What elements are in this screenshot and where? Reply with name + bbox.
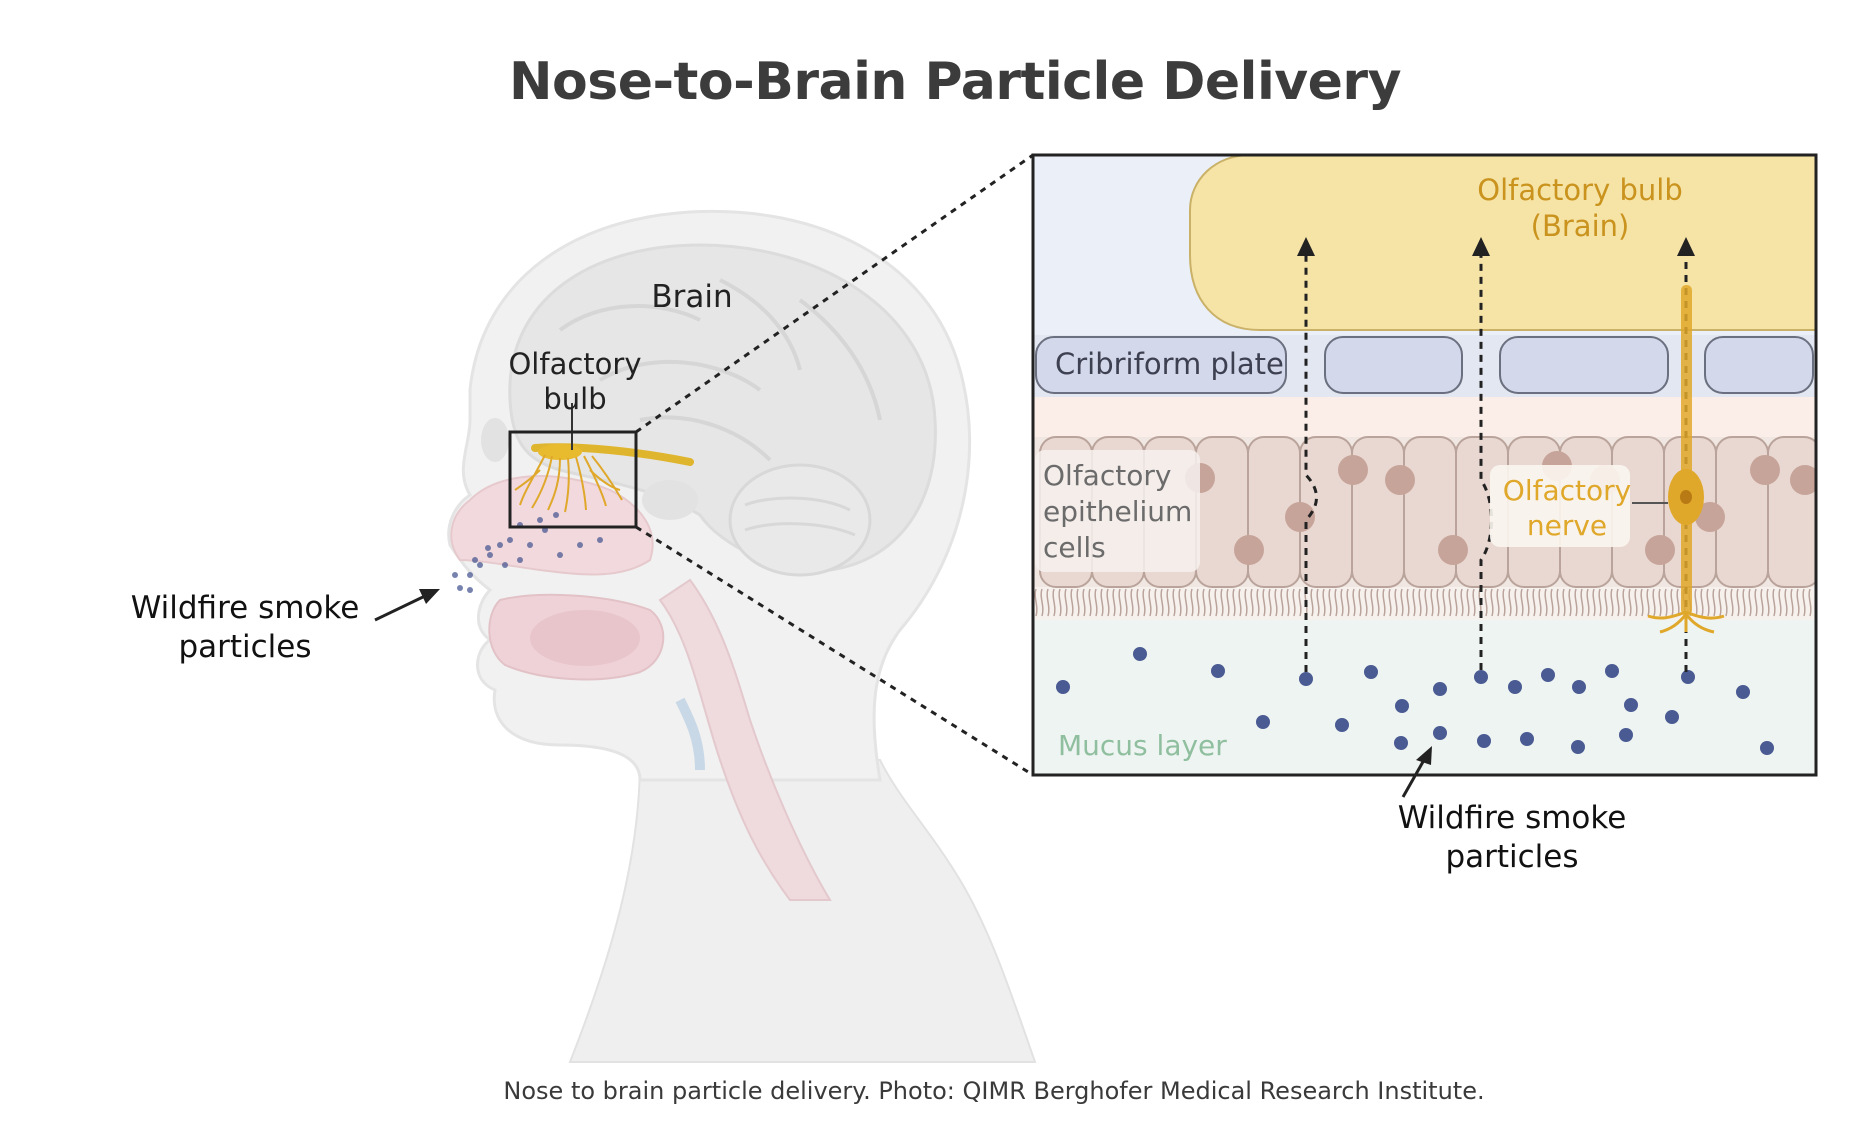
- cilia: [1034, 588, 1812, 617]
- nasal-particles: [452, 512, 603, 593]
- inset-bulb-label-1: Olfactory bulb: [1477, 173, 1682, 207]
- inset-bulb-label-2: (Brain): [1531, 209, 1630, 243]
- cerebellum: [728, 463, 872, 577]
- head-olfactory-bulb: [514, 403, 694, 513]
- olfactory-nerve: [1632, 285, 1725, 634]
- head-olfactory-bulb-label-2: bulb: [543, 382, 606, 416]
- epithelium-label-2: epithelium: [1043, 495, 1192, 528]
- head-illustration: [447, 209, 1037, 1063]
- head-smoke-label-2: particles: [178, 629, 311, 665]
- zoom-box: [508, 430, 638, 529]
- epithelium-label-bg: [1035, 450, 1200, 572]
- inset-panel: [1033, 155, 1816, 775]
- nasal-cavity: [450, 475, 654, 576]
- nerve-label-bg: [1490, 465, 1630, 547]
- zoom-connector-top: [635, 153, 1034, 434]
- inset-smoke-label-2: particles: [1445, 839, 1578, 875]
- head-olfactory-bulb-label-1: Olfactory: [508, 347, 641, 381]
- inset-smoke-label-1: Wildfire smoke: [1398, 800, 1627, 836]
- mucus-layer-label: Mucus layer: [1058, 729, 1227, 762]
- epithelium-label-1: Olfactory: [1043, 459, 1171, 492]
- figure-caption: Nose to brain particle delivery. Photo: …: [503, 1077, 1485, 1105]
- mucus-particles: [1056, 647, 1774, 755]
- nerve-label-1: Olfactory: [1503, 474, 1631, 507]
- inset-border: [1031, 153, 1818, 777]
- head-smoke-arrow: [374, 589, 440, 622]
- nerve-label-2: nerve: [1527, 509, 1607, 542]
- inset-smoke-arrow: [1401, 746, 1432, 798]
- page-title: Nose-to-Brain Particle Delivery: [509, 52, 1401, 112]
- brain-label: Brain: [651, 279, 732, 315]
- inset-olfactory-bulb: [1189, 155, 1816, 331]
- throat: [658, 578, 832, 901]
- epithelium-label-3: cells: [1043, 531, 1106, 564]
- cribriform-plate: [1035, 336, 1814, 394]
- cribriform-plate-label: Cribriform plate: [1055, 347, 1284, 381]
- neck-shoulders: [568, 759, 1037, 1063]
- head-smoke-label-1: Wildfire smoke: [131, 590, 360, 626]
- transport-arrowheads: [1297, 237, 1695, 256]
